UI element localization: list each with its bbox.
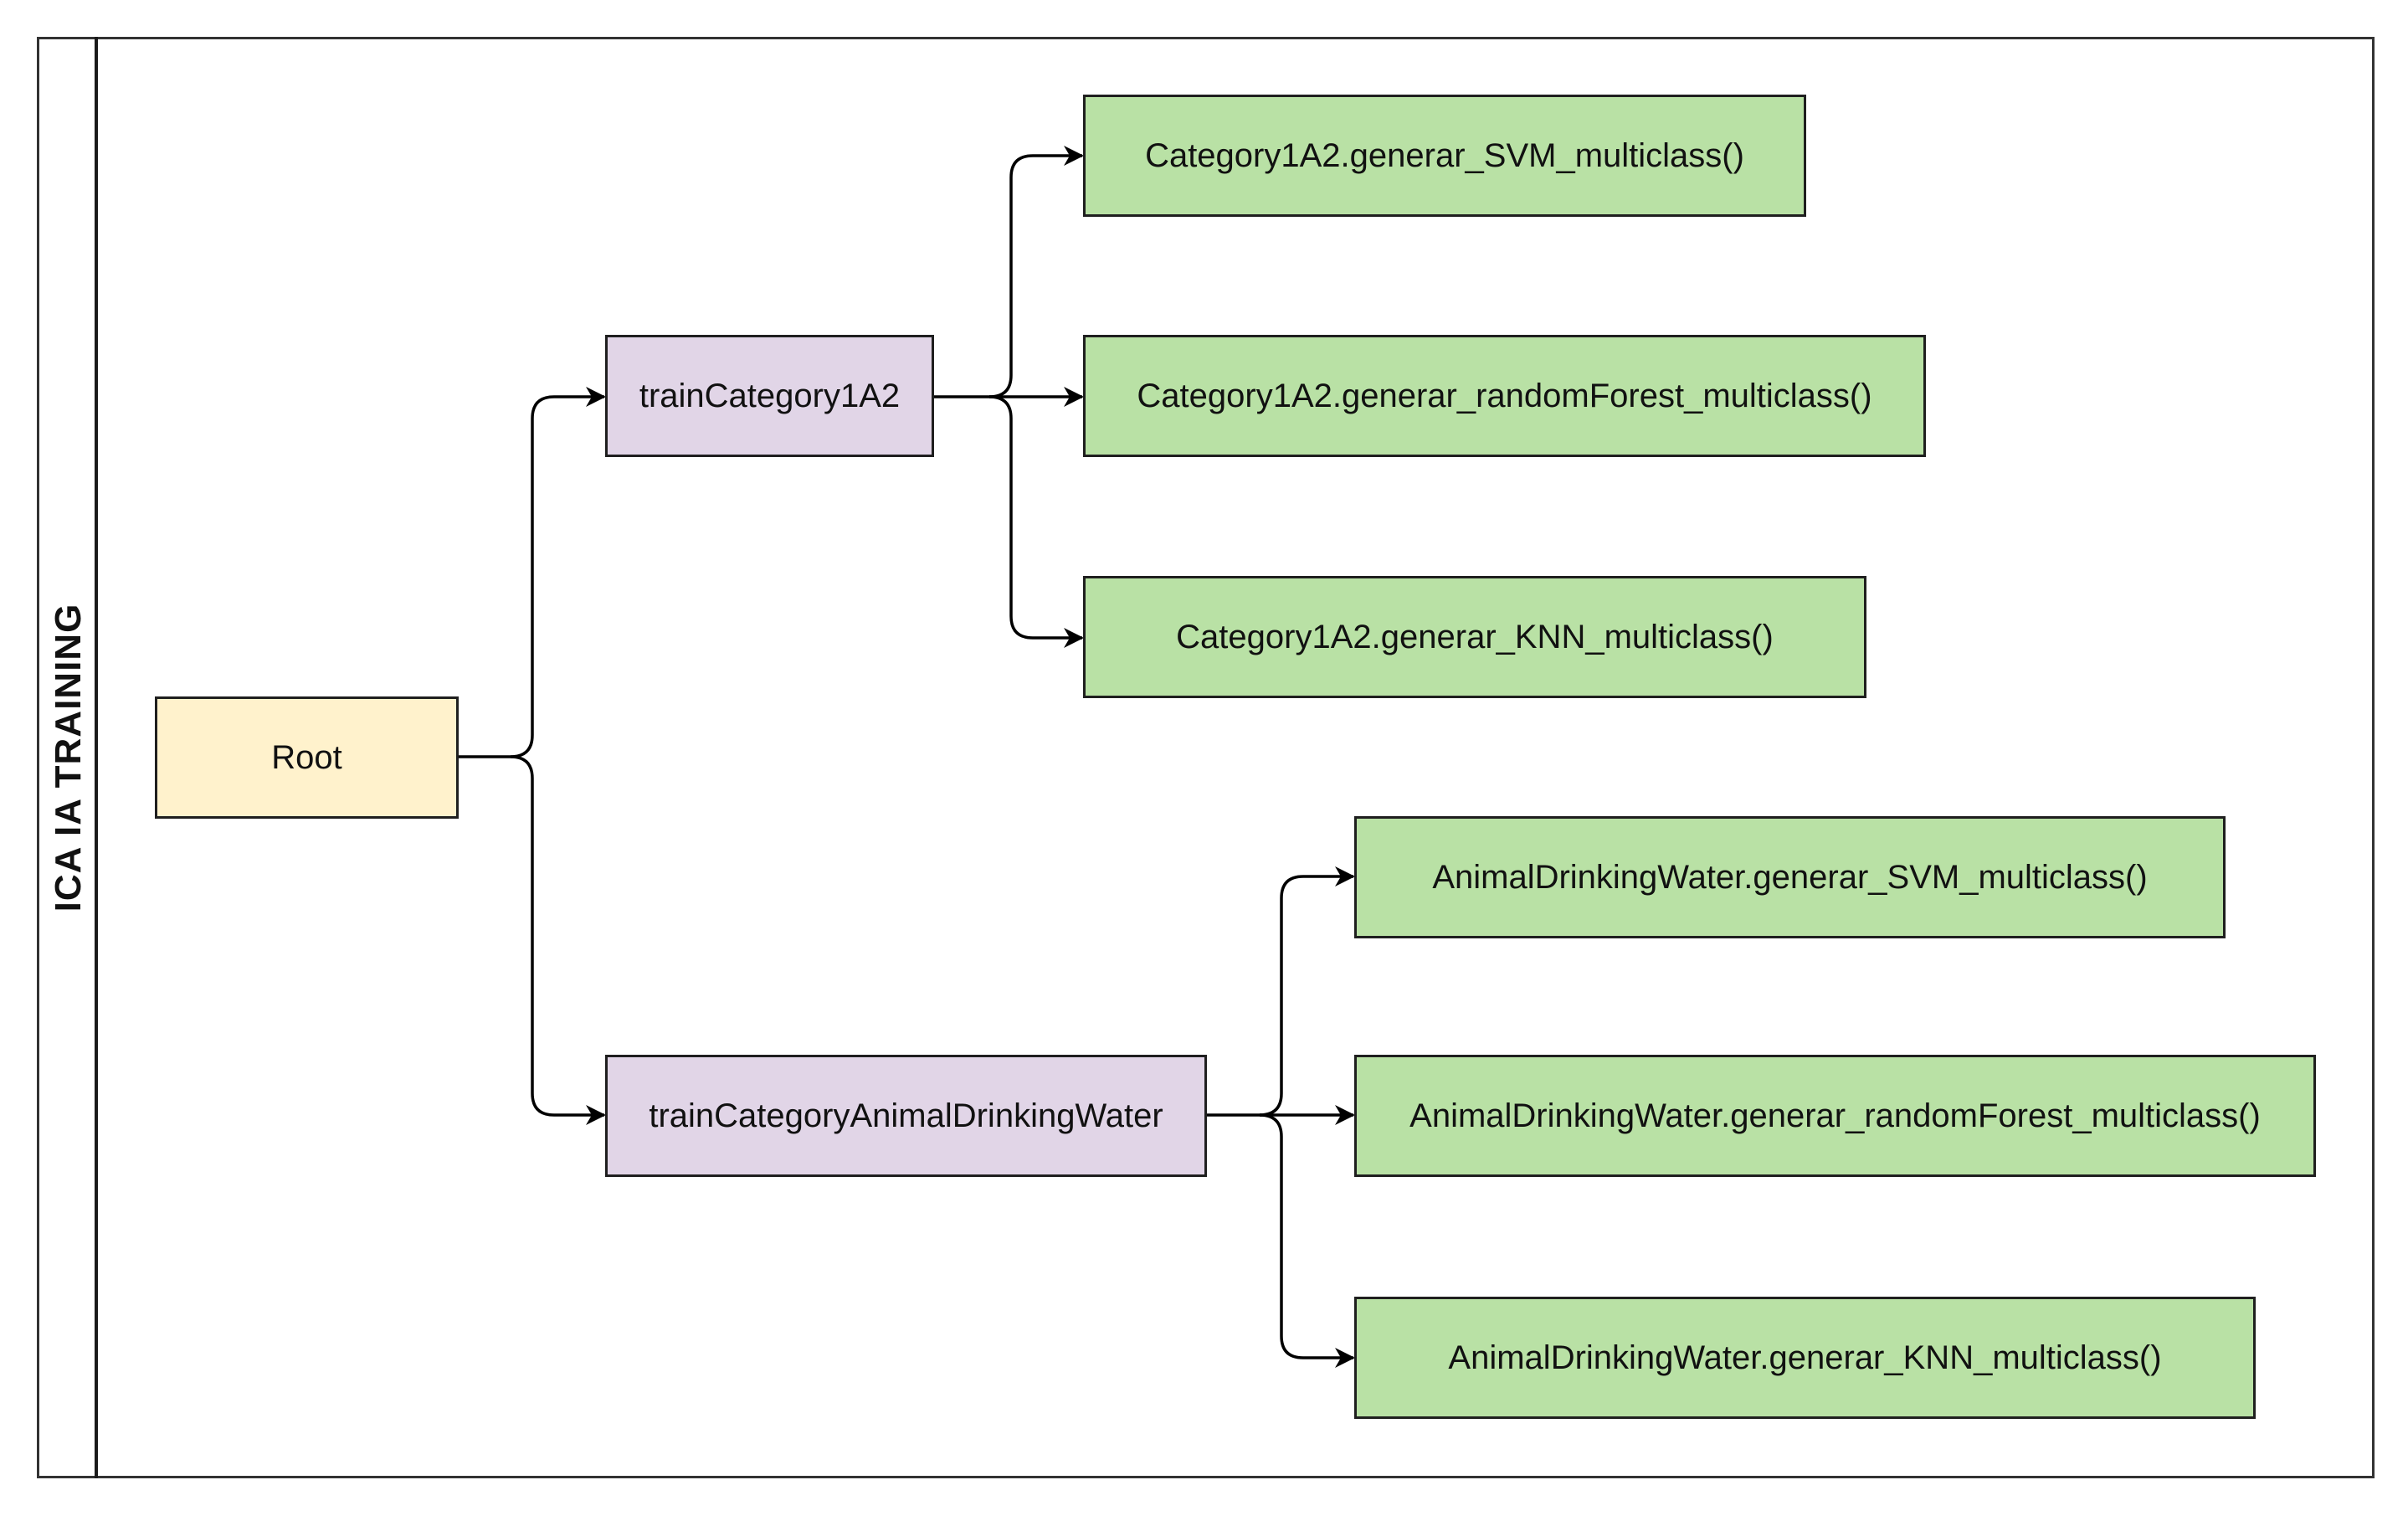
animal-drinking-water-svm-label: AnimalDrinkingWater.generar_SVM_multicla… [1432,858,2148,896]
train-animal-drinking-water-node: trainCategoryAnimalDrinkingWater [605,1055,1207,1177]
train-category1a2-node: trainCategory1A2 [605,335,934,457]
category1a2-random-forest-node: Category1A2.generar_randomForest_multicl… [1083,335,1926,457]
animal-drinking-water-knn-node: AnimalDrinkingWater.generar_KNN_multicla… [1354,1297,2256,1419]
swimlane-header-divider [95,37,98,1478]
category1a2-svm-node: Category1A2.generar_SVM_multiclass() [1083,95,1806,217]
edge-root-to-train-category1a2 [459,387,606,758]
train-category1a2-label: trainCategory1A2 [639,377,901,414]
swimlane-frame [37,37,2375,1478]
edge-train-animal-drinking-water-to-knn [1259,1113,1355,1368]
edge-train-category1a2-to-knn [988,395,1084,648]
root-node: Root [155,696,459,819]
animal-drinking-water-svm-node: AnimalDrinkingWater.generar_SVM_multicla… [1354,816,2226,938]
animal-drinking-water-knn-label: AnimalDrinkingWater.generar_KNN_multicla… [1448,1339,2162,1376]
category1a2-knn-label: Category1A2.generar_KNN_multiclass() [1176,618,1774,655]
train-animal-drinking-water-label: trainCategoryAnimalDrinkingWater [649,1097,1163,1134]
edge-train-animal-drinking-water-to-svm [1207,866,1355,1117]
edge-train-category1a2-to-svm [934,146,1084,398]
root-node-label: Root [271,738,342,776]
animal-drinking-water-random-forest-node: AnimalDrinkingWater.generar_randomForest… [1354,1055,2316,1177]
edge-root-to-train-animal-drinking-water [510,755,606,1125]
animal-drinking-water-random-forest-label: AnimalDrinkingWater.generar_randomForest… [1409,1097,2261,1134]
category1a2-knn-node: Category1A2.generar_KNN_multiclass() [1083,576,1866,698]
category1a2-svm-label: Category1A2.generar_SVM_multiclass() [1145,136,1744,174]
category1a2-random-forest-label: Category1A2.generar_randomForest_multicl… [1137,377,1872,414]
